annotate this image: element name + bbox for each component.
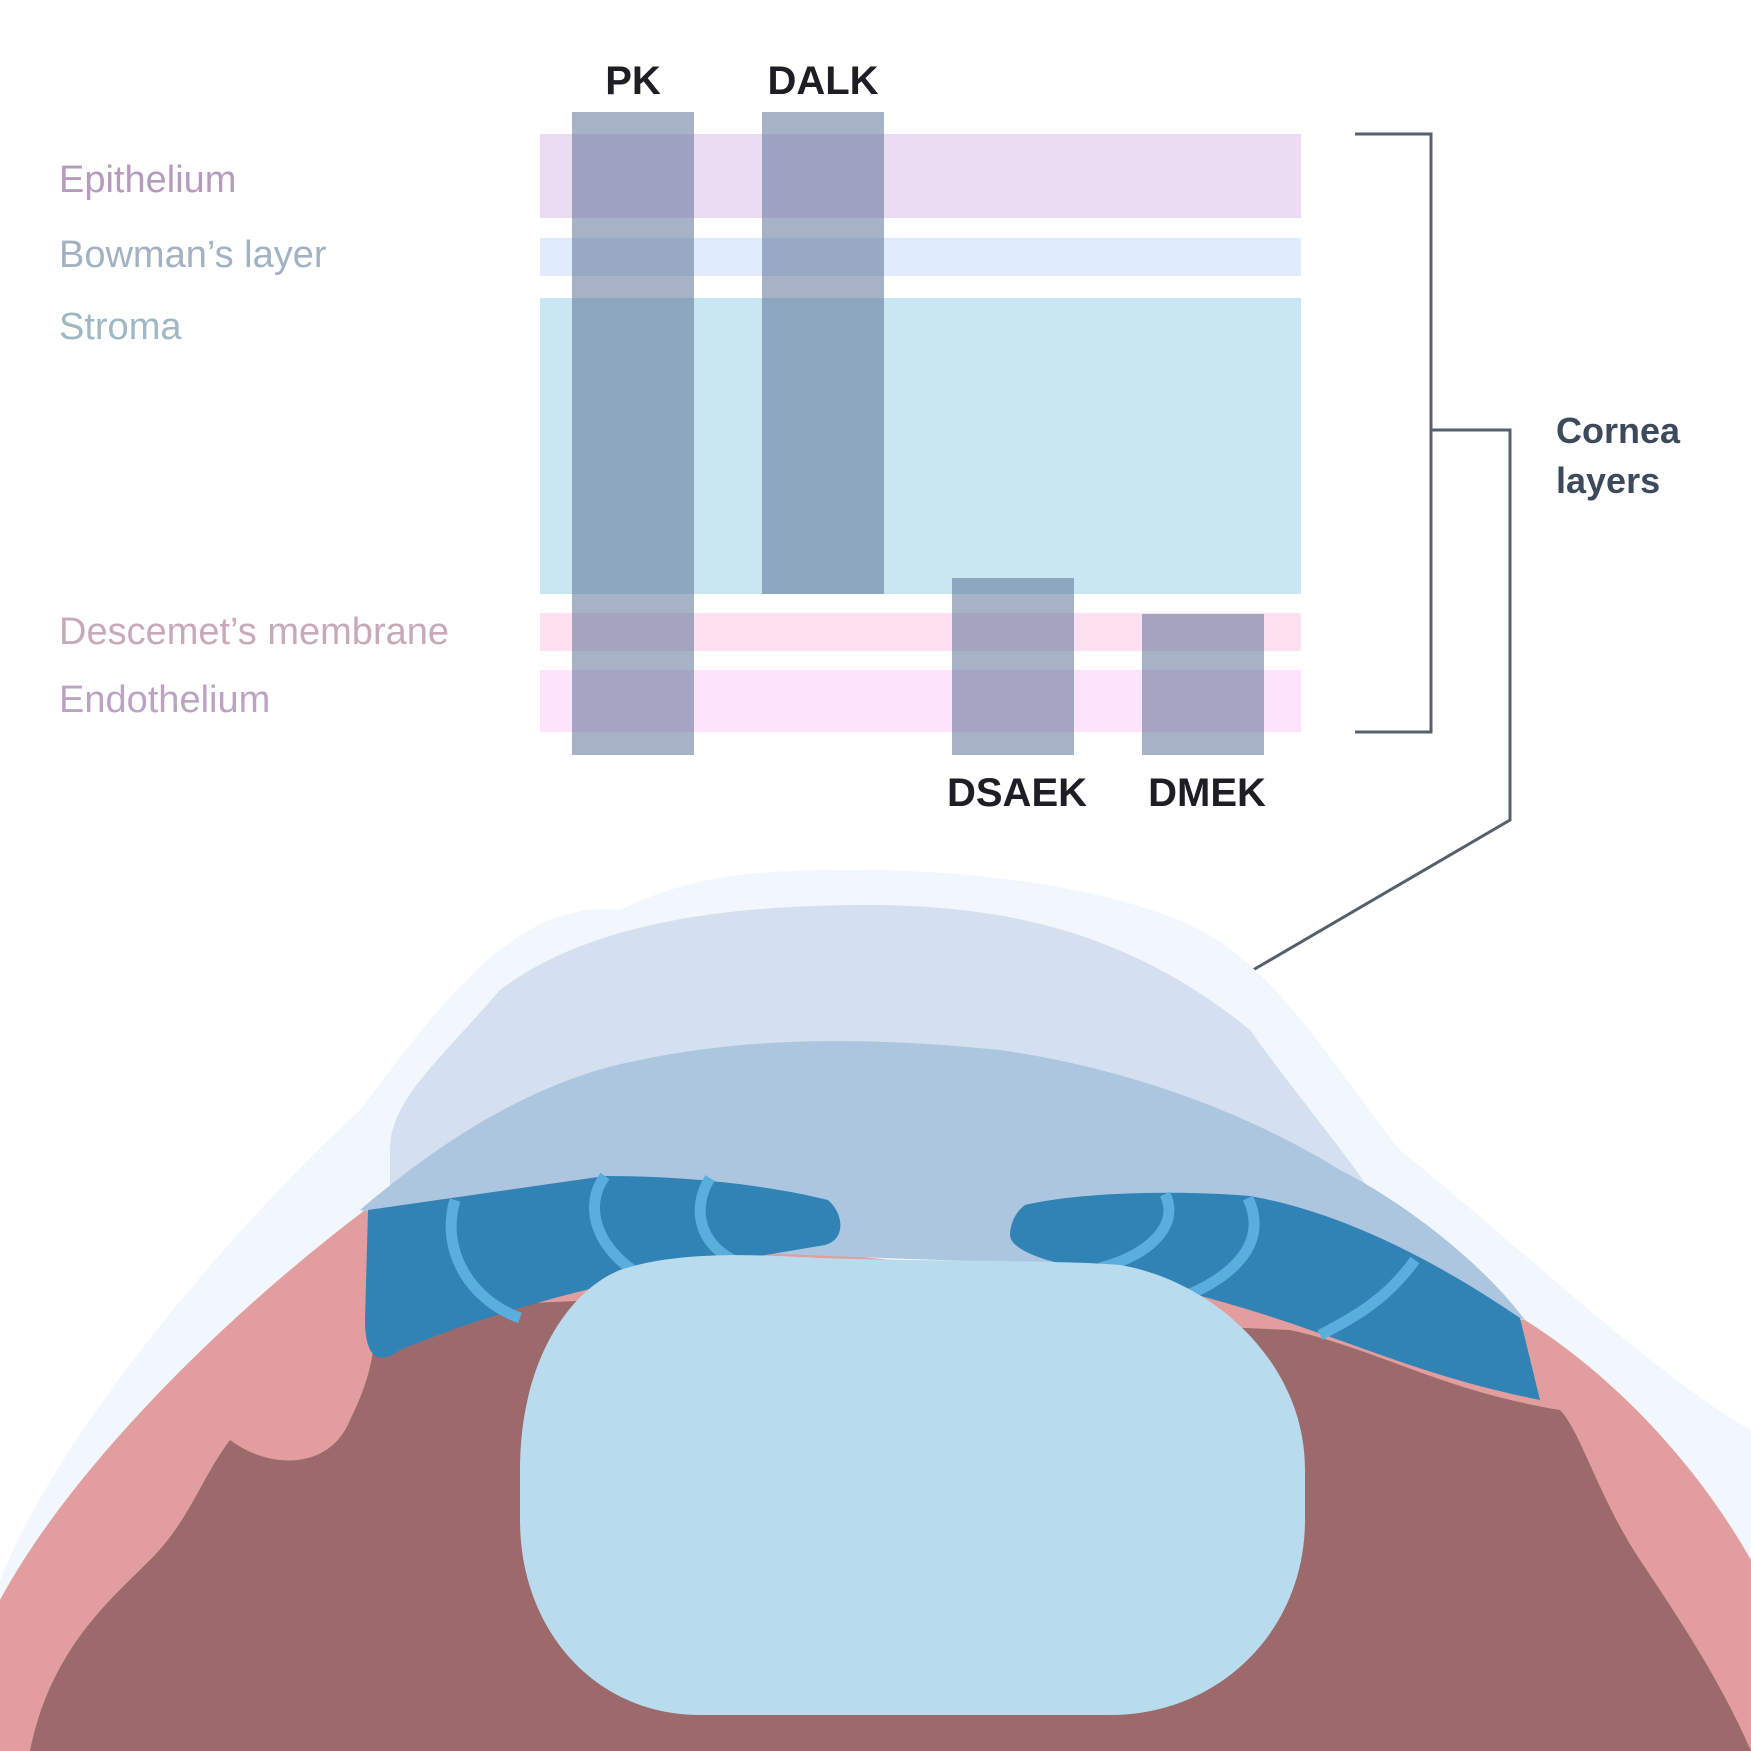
epithelium-label: Epithelium xyxy=(59,159,236,201)
leader-line xyxy=(1252,428,1512,972)
pk-label: PK xyxy=(605,59,661,103)
dmek-bar xyxy=(1142,614,1264,755)
dsaek-label: DSAEK xyxy=(947,771,1087,815)
dmek-label: DMEK xyxy=(1148,771,1266,815)
cornea-callout: Cornea layers xyxy=(1556,410,1681,501)
endothelium-label: Endothelium xyxy=(59,679,270,721)
dsaek-bar xyxy=(952,578,1074,755)
dalk-bar xyxy=(762,112,884,594)
dalk-label: DALK xyxy=(767,59,878,103)
callout-line1: Cornea xyxy=(1556,410,1681,451)
bowman-label: Bowman’s layer xyxy=(59,234,327,276)
lens xyxy=(520,1255,1305,1715)
procedure-labels: PK DALK DSAEK DMEK xyxy=(605,59,1266,815)
callout-line2: layers xyxy=(1556,460,1660,501)
bracket-line xyxy=(1355,132,1433,734)
iris-left xyxy=(365,1176,841,1358)
layer-labels: Epithelium Bowman’s layer Stroma Desceme… xyxy=(59,159,449,721)
procedure-bars xyxy=(572,112,1264,755)
eye-illustration xyxy=(0,870,1751,1751)
stroma-label: Stroma xyxy=(59,306,182,348)
pk-bar xyxy=(572,112,694,755)
descemet-label: Descemet’s membrane xyxy=(59,611,449,653)
